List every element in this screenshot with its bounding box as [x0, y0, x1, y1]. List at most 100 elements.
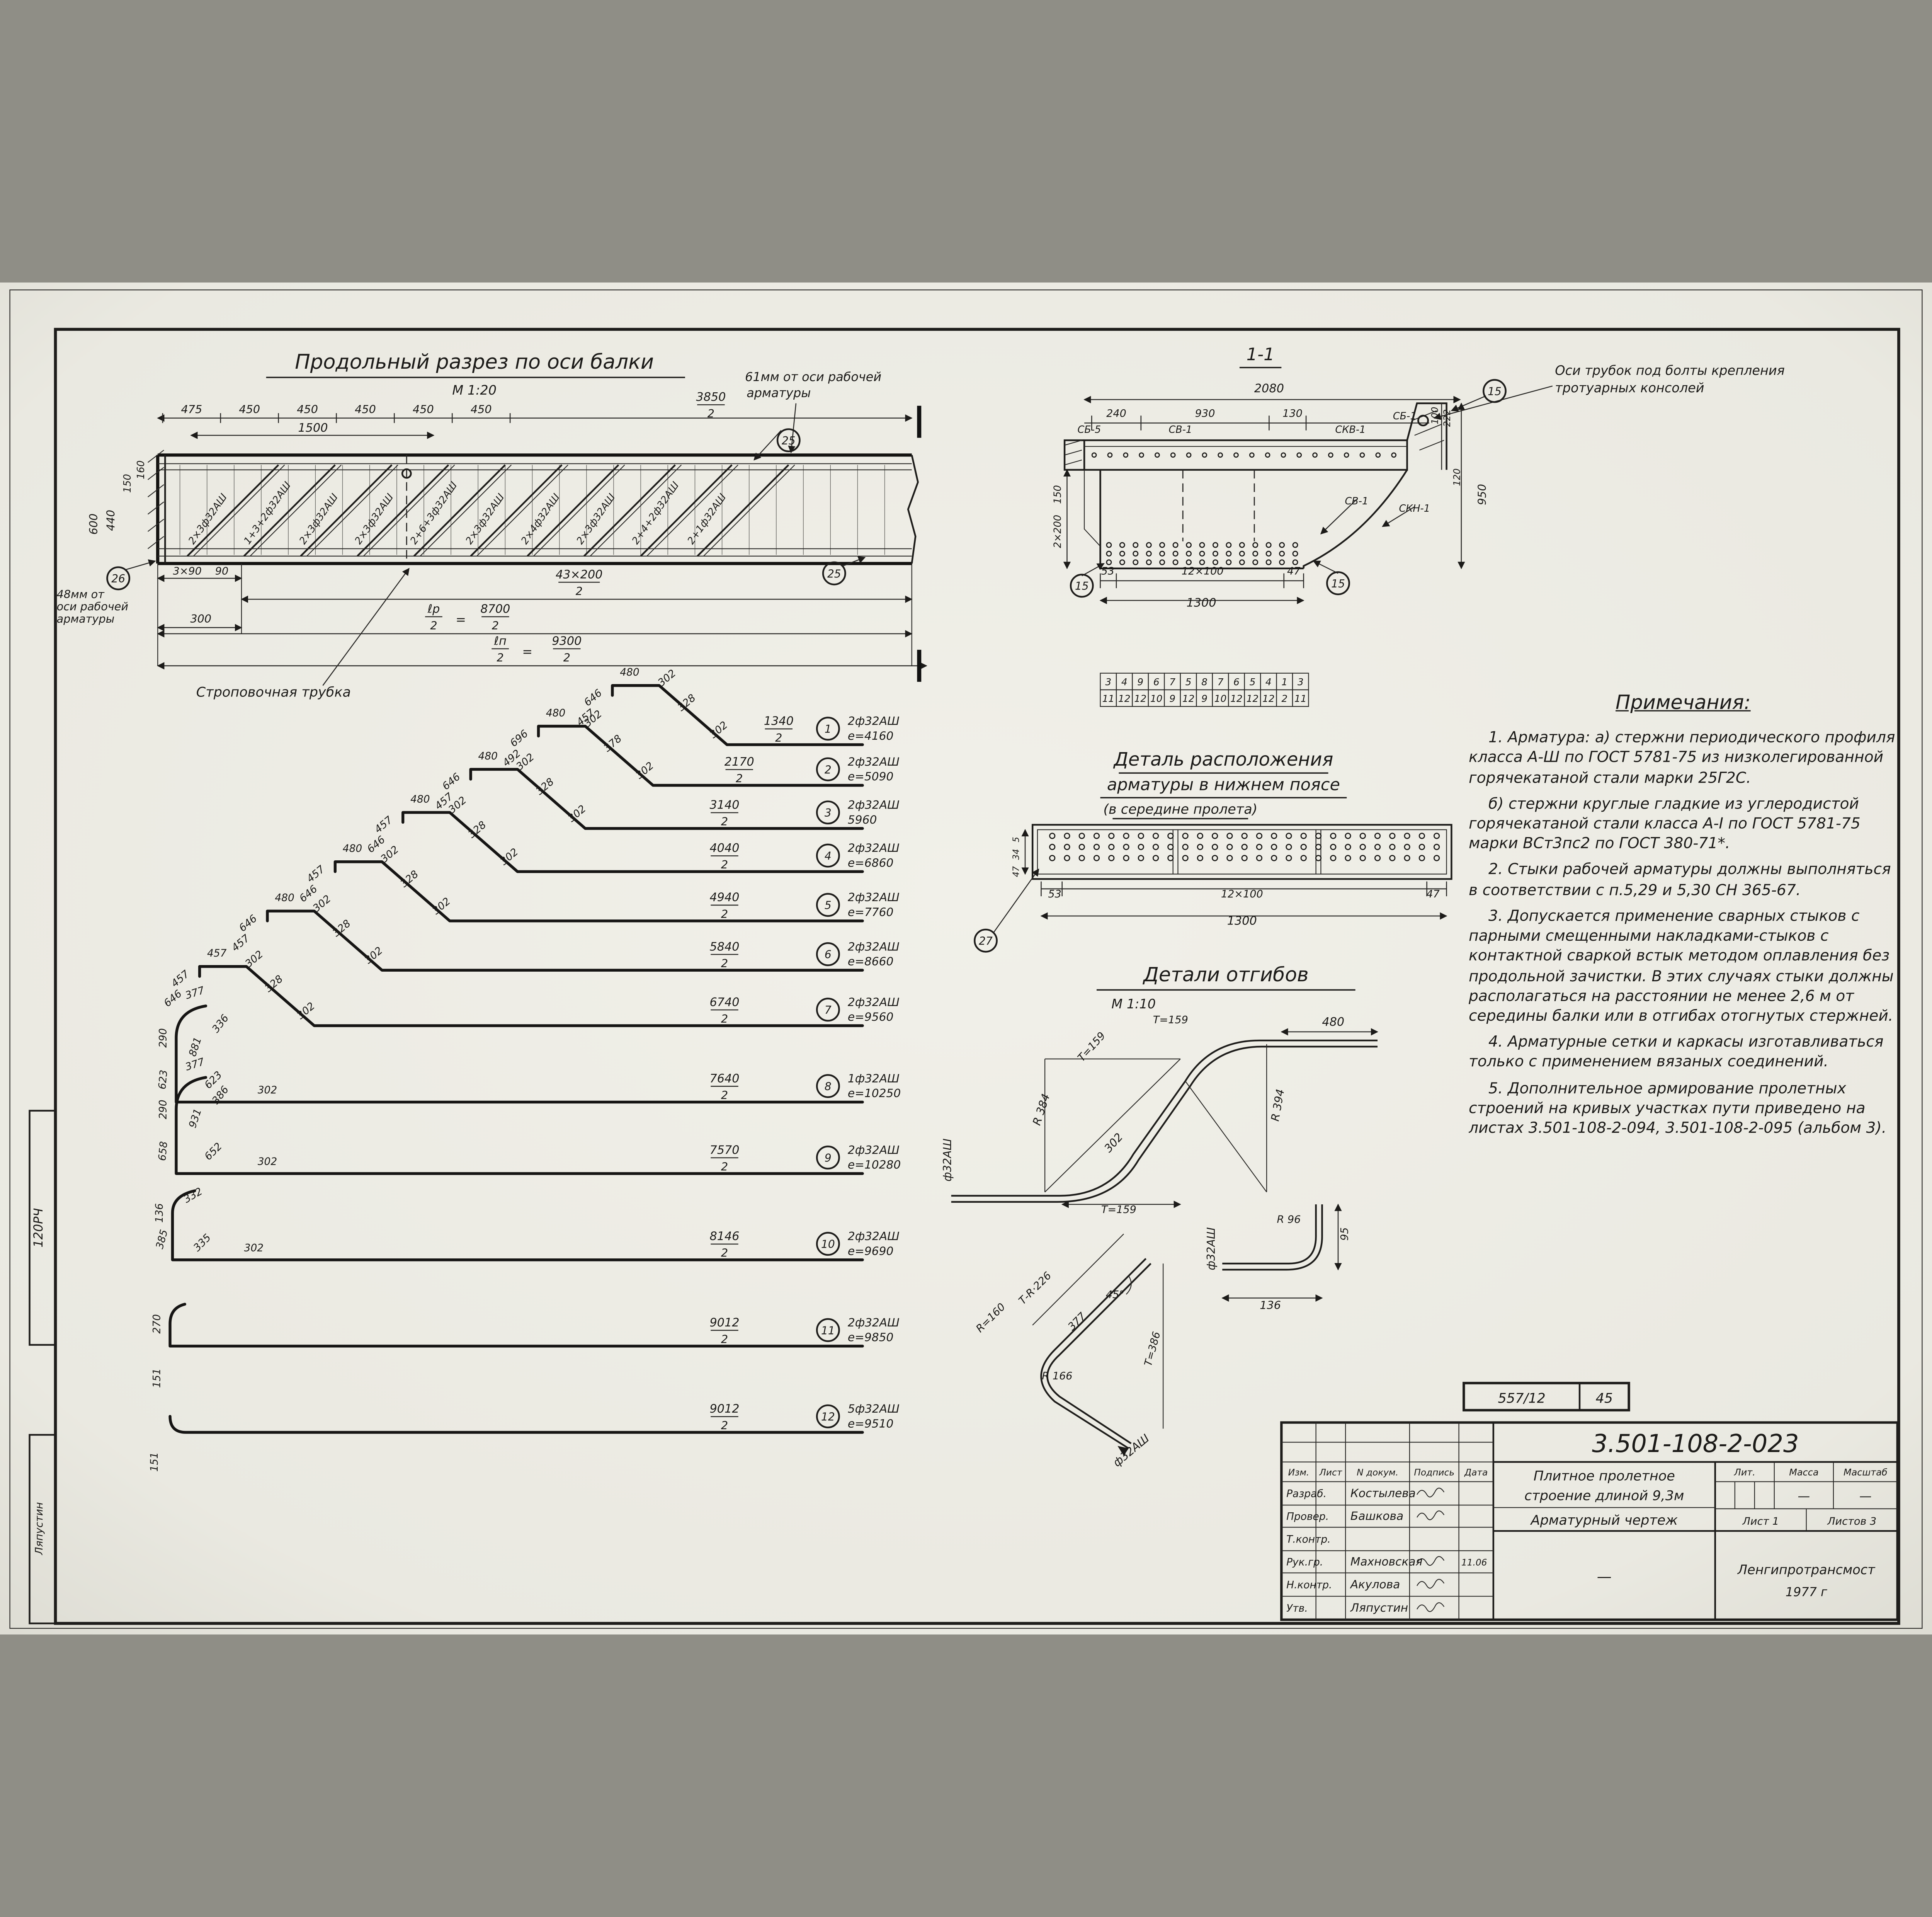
- linework: [1330, 855, 1337, 861]
- table-cell: 4: [1121, 676, 1128, 688]
- fraction-denominator: 2: [430, 619, 437, 632]
- note-item: 3. Допускается применение сварных стыков…: [1469, 907, 1894, 1025]
- linework: [266, 909, 864, 972]
- linework: [1286, 844, 1292, 850]
- dim-label: 930: [1195, 408, 1215, 420]
- linework: [1249, 452, 1255, 458]
- dim-label: 5: [1011, 837, 1021, 842]
- linework: [1359, 452, 1365, 458]
- bar-e-length: е=10250: [848, 1086, 901, 1100]
- linework: [1252, 550, 1259, 557]
- linework: [1064, 440, 1082, 465]
- ref-number: 25: [827, 567, 841, 580]
- dim-label: 12×100: [1182, 565, 1224, 577]
- dim-label: 160: [135, 460, 147, 479]
- bar-length-numerator: 8146: [709, 1230, 739, 1243]
- ref-number: 26: [111, 572, 125, 585]
- linework: [1040, 1258, 1147, 1449]
- linework: [1123, 833, 1129, 839]
- linework: [1280, 1421, 1899, 1621]
- ref-bubble: [816, 1074, 840, 1098]
- table-cell: 5: [1249, 676, 1255, 688]
- linework: [1197, 833, 1203, 839]
- dim-label: 950: [1476, 484, 1489, 505]
- linework: [1226, 855, 1233, 861]
- linework: [125, 559, 156, 570]
- strip-label-bottom: Ляпустин: [33, 1502, 45, 1555]
- linework: [1123, 452, 1129, 458]
- linework: [1256, 855, 1263, 861]
- linework: [1330, 833, 1337, 839]
- ref-number: 2: [825, 763, 832, 776]
- signature: [1417, 1602, 1445, 1612]
- dim-label: арматуры: [57, 612, 115, 625]
- detail-title-2: арматуры в нижнем поясе: [1107, 775, 1340, 795]
- bar-size: 2ф32АШ: [848, 755, 900, 768]
- table-cell: 8: [1201, 676, 1208, 688]
- linework: [1119, 542, 1125, 548]
- linework: [1133, 550, 1139, 557]
- bar-size: 2ф32АШ: [848, 1229, 900, 1243]
- linework: [1433, 833, 1440, 839]
- linework: [753, 430, 782, 461]
- linework: [611, 684, 864, 746]
- linework: [1375, 452, 1381, 458]
- linework: [1182, 855, 1189, 861]
- bar-dim: 480: [546, 707, 566, 719]
- sheet-count: Листов 3: [1827, 1515, 1876, 1527]
- dim-label: арматуры: [747, 386, 811, 400]
- role-name: Башкова: [1350, 1509, 1403, 1522]
- signature: [1417, 1556, 1445, 1566]
- bar-e-length: е=9690: [848, 1244, 894, 1258]
- linework: [1186, 559, 1192, 565]
- detail-bottom-chord: Деталь расположения арматуры в нижнем по…: [993, 749, 1452, 934]
- linework: [363, 465, 455, 557]
- bar-dim: 658: [156, 1141, 170, 1161]
- linework: [1406, 402, 1447, 470]
- linework: [1404, 844, 1410, 850]
- bar-length-denominator: 2: [721, 858, 728, 871]
- notes-title: Примечания:: [1616, 690, 1751, 714]
- notes-container: Примечания: 1. Арматура: а) стержни пери…: [1469, 689, 1898, 1138]
- linework: [788, 403, 797, 453]
- top-dim: 450: [471, 403, 492, 416]
- linework: [1185, 1081, 1267, 1192]
- mass-value: —: [1798, 1488, 1810, 1503]
- linework: [1256, 833, 1263, 839]
- table-cell: 2: [1281, 693, 1287, 704]
- dim-label: 300: [190, 612, 211, 625]
- bar-e-length: е=6860: [848, 856, 894, 869]
- bar-length-numerator: 1340: [764, 715, 794, 728]
- linework: [1239, 542, 1245, 548]
- linework: [168, 1302, 864, 1348]
- linework: [1279, 559, 1285, 565]
- bar-length-numerator: 7640: [709, 1072, 739, 1085]
- linework: [1345, 844, 1351, 850]
- bar-e-length: 5960: [848, 813, 877, 826]
- bar-dim: 151: [151, 1369, 163, 1388]
- table-cell: 12: [1134, 693, 1146, 704]
- bar-e-length: е=7760: [848, 905, 894, 919]
- bar-length-numerator: 5840: [709, 940, 739, 953]
- linework: [1186, 542, 1192, 548]
- dim-label: СВ-1: [1345, 495, 1368, 507]
- ref-bubble: [816, 1404, 840, 1428]
- linework: [1126, 1275, 1132, 1295]
- role-label: Провер.: [1286, 1510, 1329, 1522]
- bar-dim: 480: [343, 843, 362, 855]
- bar-size: 2ф32АШ: [848, 1316, 900, 1329]
- linework: [1146, 559, 1152, 565]
- bar-length-numerator: 9012: [709, 1316, 739, 1330]
- table-cell: 12: [1230, 693, 1243, 704]
- dim-label: Строповочная трубка: [196, 684, 351, 700]
- linework: [175, 1076, 864, 1175]
- bar-size: 2ф32АШ: [848, 714, 900, 728]
- linework: [1199, 542, 1205, 548]
- bar-length-denominator: 2: [721, 1333, 728, 1346]
- bar-size: 2ф32АШ: [848, 995, 900, 1009]
- linework: [1256, 844, 1263, 850]
- bar-dim: 457: [207, 947, 227, 959]
- linework: [147, 449, 164, 463]
